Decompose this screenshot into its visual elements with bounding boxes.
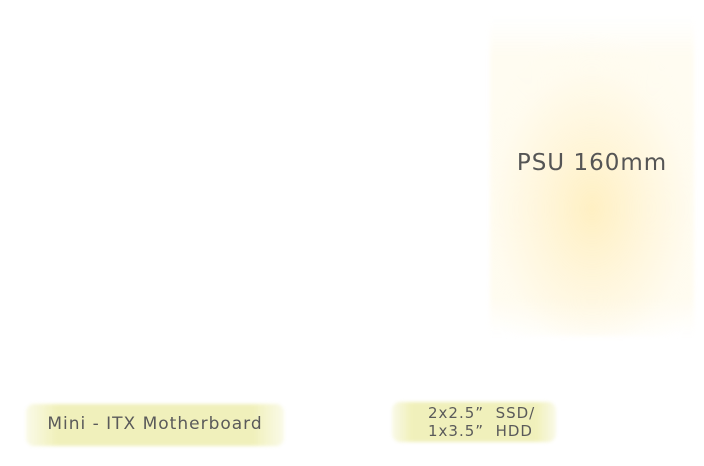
drive-label: 2x2.5” SSD/ 1x3.5” HDD: [428, 404, 535, 440]
drive-label-line1: 2x2.5” SSD/: [428, 404, 536, 422]
drive-tag-highlight: [392, 402, 556, 442]
motherboard-label: Mini - ITX Motherboard: [47, 414, 263, 434]
motherboard-tag-highlight: [26, 404, 284, 446]
psu-area: [490, 18, 694, 336]
drive-label-line2: 1x3.5” HDD: [428, 422, 533, 440]
psu-label: PSU 160mm: [516, 150, 668, 176]
